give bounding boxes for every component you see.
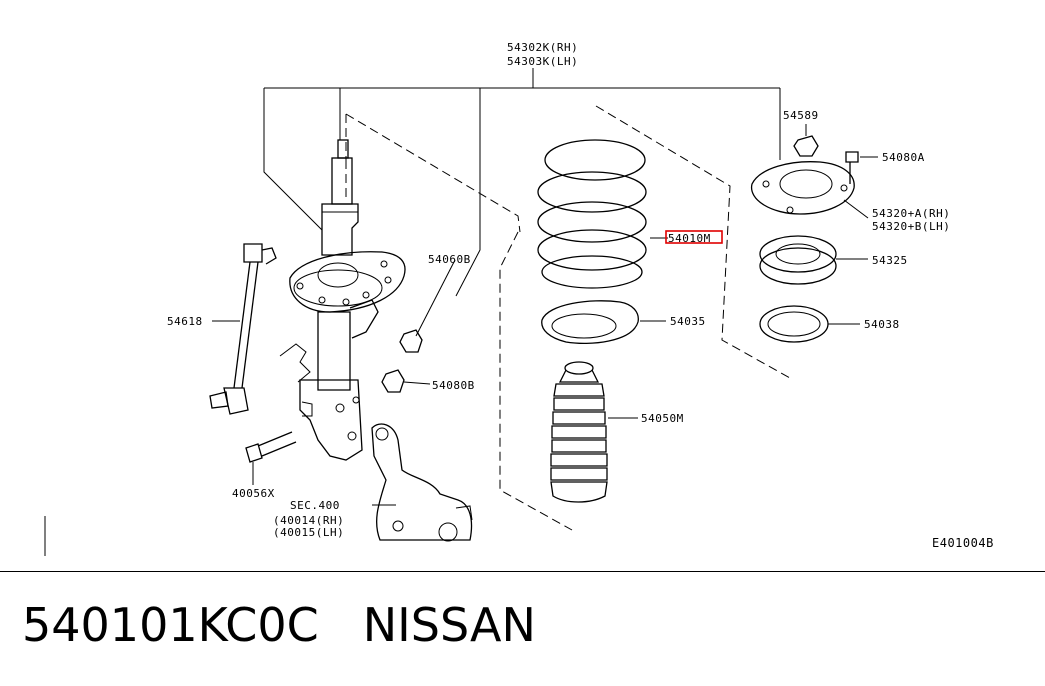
label-knuckle-lh: (40015(LH) — [273, 526, 344, 539]
label-54325: 54325 — [872, 254, 908, 267]
label-mount-rh: 54320+A(RH) — [872, 207, 950, 220]
coil-spring-drawing — [537, 105, 791, 379]
footer-divider — [0, 571, 1045, 572]
part-footer: 540101KC0C NISSAN — [22, 598, 536, 652]
part-number: 540101KC0C — [22, 598, 319, 652]
label-54589: 54589 — [783, 109, 819, 122]
spring-highlight-box — [665, 230, 723, 244]
label-assembly-rh: 54302K(RH) — [507, 41, 578, 54]
brand-name: NISSAN — [362, 598, 536, 652]
label-mount-lh: 54320+B(LH) — [872, 220, 950, 233]
label-54080b: 54080B — [432, 379, 475, 392]
strut-mount-drawing — [751, 124, 878, 343]
strut-assembly-drawing — [209, 113, 573, 542]
label-54060b: 54060B — [428, 253, 471, 266]
label-sec-400: SEC.400 — [290, 499, 340, 512]
label-54080a: 54080A — [882, 151, 925, 164]
label-54050m: 54050M — [641, 412, 684, 425]
label-54035: 54035 — [670, 315, 706, 328]
bound-bumper-drawing — [550, 361, 638, 503]
label-assembly-lh: 54303K(LH) — [507, 55, 578, 68]
label-54038: 54038 — [864, 318, 900, 331]
label-40056x: 40056X — [232, 487, 275, 500]
label-spring: 54010M — [668, 232, 711, 245]
label-knuckle-rh: (40014(RH) — [273, 514, 344, 527]
label-54618: 54618 — [167, 315, 203, 328]
assembly-bracket-lines — [263, 68, 781, 297]
parts-diagram: 54302K(RH) 54303K(LH) 54589 54080A 54320… — [44, 41, 994, 556]
figure-code: E401004B — [932, 536, 994, 550]
spring-seat-drawing — [541, 300, 666, 345]
